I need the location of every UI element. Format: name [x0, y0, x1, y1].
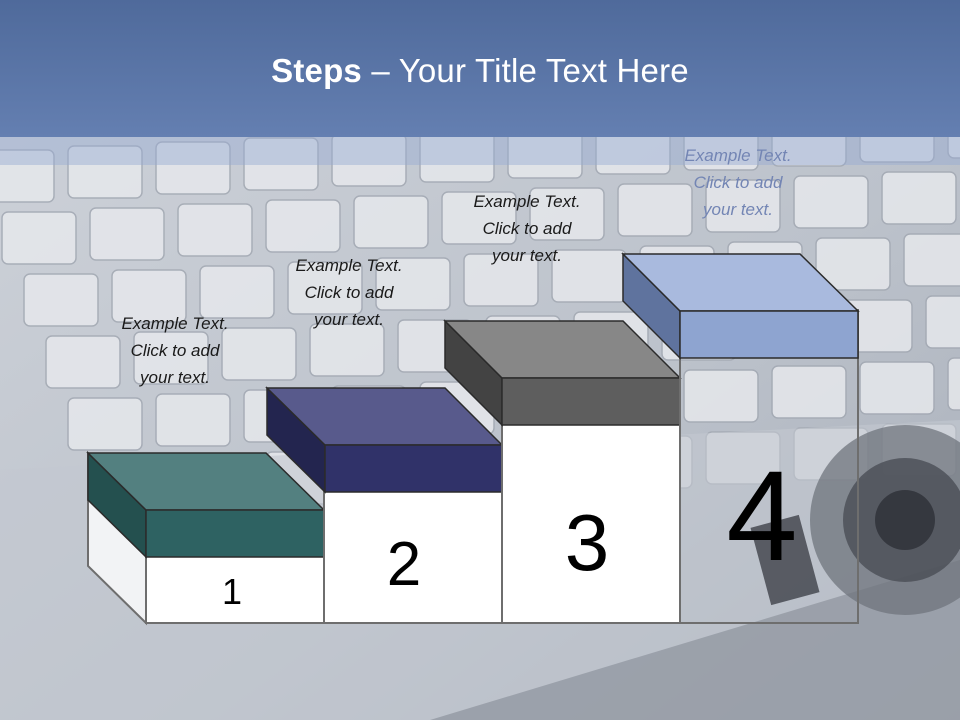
step-2-number: 2 — [387, 530, 421, 599]
step-4-caption-line-1: Example Text. — [684, 146, 792, 165]
keyboard-key — [903, 233, 960, 287]
step-4-caption[interactable]: Example Text. Click to add your text. — [648, 142, 828, 223]
keyboard-key — [177, 203, 253, 257]
keyboard-key — [265, 199, 341, 253]
step-1[interactable]: 1 — [86, 450, 326, 626]
step-4-caption-line-2: Click to add — [693, 173, 783, 192]
step-2-caption-line-1: Example Text. — [295, 256, 403, 275]
keyboard-key — [23, 273, 99, 327]
keyboard-key — [881, 171, 957, 225]
step-3-caption-line-2: Click to add — [482, 219, 572, 238]
keyboard-key — [529, 187, 605, 241]
keyboard-key — [353, 195, 429, 249]
keyboard-key — [309, 323, 385, 377]
keyboard-key — [771, 365, 847, 419]
title-bar — [0, 0, 960, 137]
title-rest-text: – Your Title Text Here — [362, 52, 689, 89]
keyboard-key — [793, 175, 869, 229]
keyboard-key — [859, 361, 935, 415]
slide-title[interactable]: Steps – Your Title Text Here — [0, 52, 960, 90]
step-2-block-front — [324, 444, 503, 493]
step-2[interactable]: 2 — [265, 386, 504, 624]
step-2-caption[interactable]: Example Text. Click to add your text. — [259, 252, 439, 333]
keyboard-key — [89, 207, 165, 261]
keyboard-key — [815, 237, 891, 291]
step-1-caption-line-2: Click to add — [130, 341, 220, 360]
keyboard-key — [0, 149, 55, 203]
step-2-caption-line-2: Click to add — [304, 283, 394, 302]
keyboard-key — [111, 269, 187, 323]
keyboard-key — [243, 137, 319, 191]
keyboard-key — [375, 257, 451, 311]
keyboard-key — [441, 191, 517, 245]
keyboard-key — [67, 397, 143, 451]
keyboard-key — [947, 357, 960, 411]
keyboard-key — [463, 253, 539, 307]
step-3-block-front — [501, 377, 681, 426]
step-1-caption[interactable]: Example Text. Click to add your text. — [85, 310, 265, 391]
step-4-caption-line-3: your text. — [703, 200, 773, 219]
keyboard-key — [67, 145, 143, 199]
title-band — [0, 137, 960, 165]
step-2-caption-line-3: your text. — [314, 310, 384, 329]
step-1-caption-line-1: Example Text. — [121, 314, 229, 333]
step-1-number: 1 — [222, 571, 242, 612]
keyboard-key — [1, 211, 77, 265]
step-3-number: 3 — [565, 498, 610, 587]
step-3-caption-line-1: Example Text. — [473, 192, 581, 211]
keyboard-key — [155, 141, 231, 195]
step-4[interactable]: 4 — [621, 252, 860, 624]
keyboard-key — [45, 335, 121, 389]
step-4-block-front — [679, 310, 859, 359]
step-3-caption-line-3: your text. — [492, 246, 562, 265]
keyboard-key — [683, 369, 759, 423]
keyboard-key — [287, 261, 363, 315]
step-1-caption-line-3: your text. — [140, 368, 210, 387]
keyboard-key — [617, 183, 693, 237]
keyboard-key — [133, 331, 209, 385]
title-bold-text: Steps — [271, 52, 362, 89]
step-4-number: 4 — [726, 445, 797, 588]
step-1-block-front — [145, 509, 325, 558]
keyboard-key — [705, 179, 781, 233]
keyboard-key — [155, 393, 231, 447]
step-3-caption[interactable]: Example Text. Click to add your text. — [437, 188, 617, 269]
keyboard-key — [221, 327, 297, 381]
step-3[interactable]: 3 — [443, 319, 682, 624]
keyboard-key — [925, 295, 960, 349]
keyboard-key — [199, 265, 275, 319]
